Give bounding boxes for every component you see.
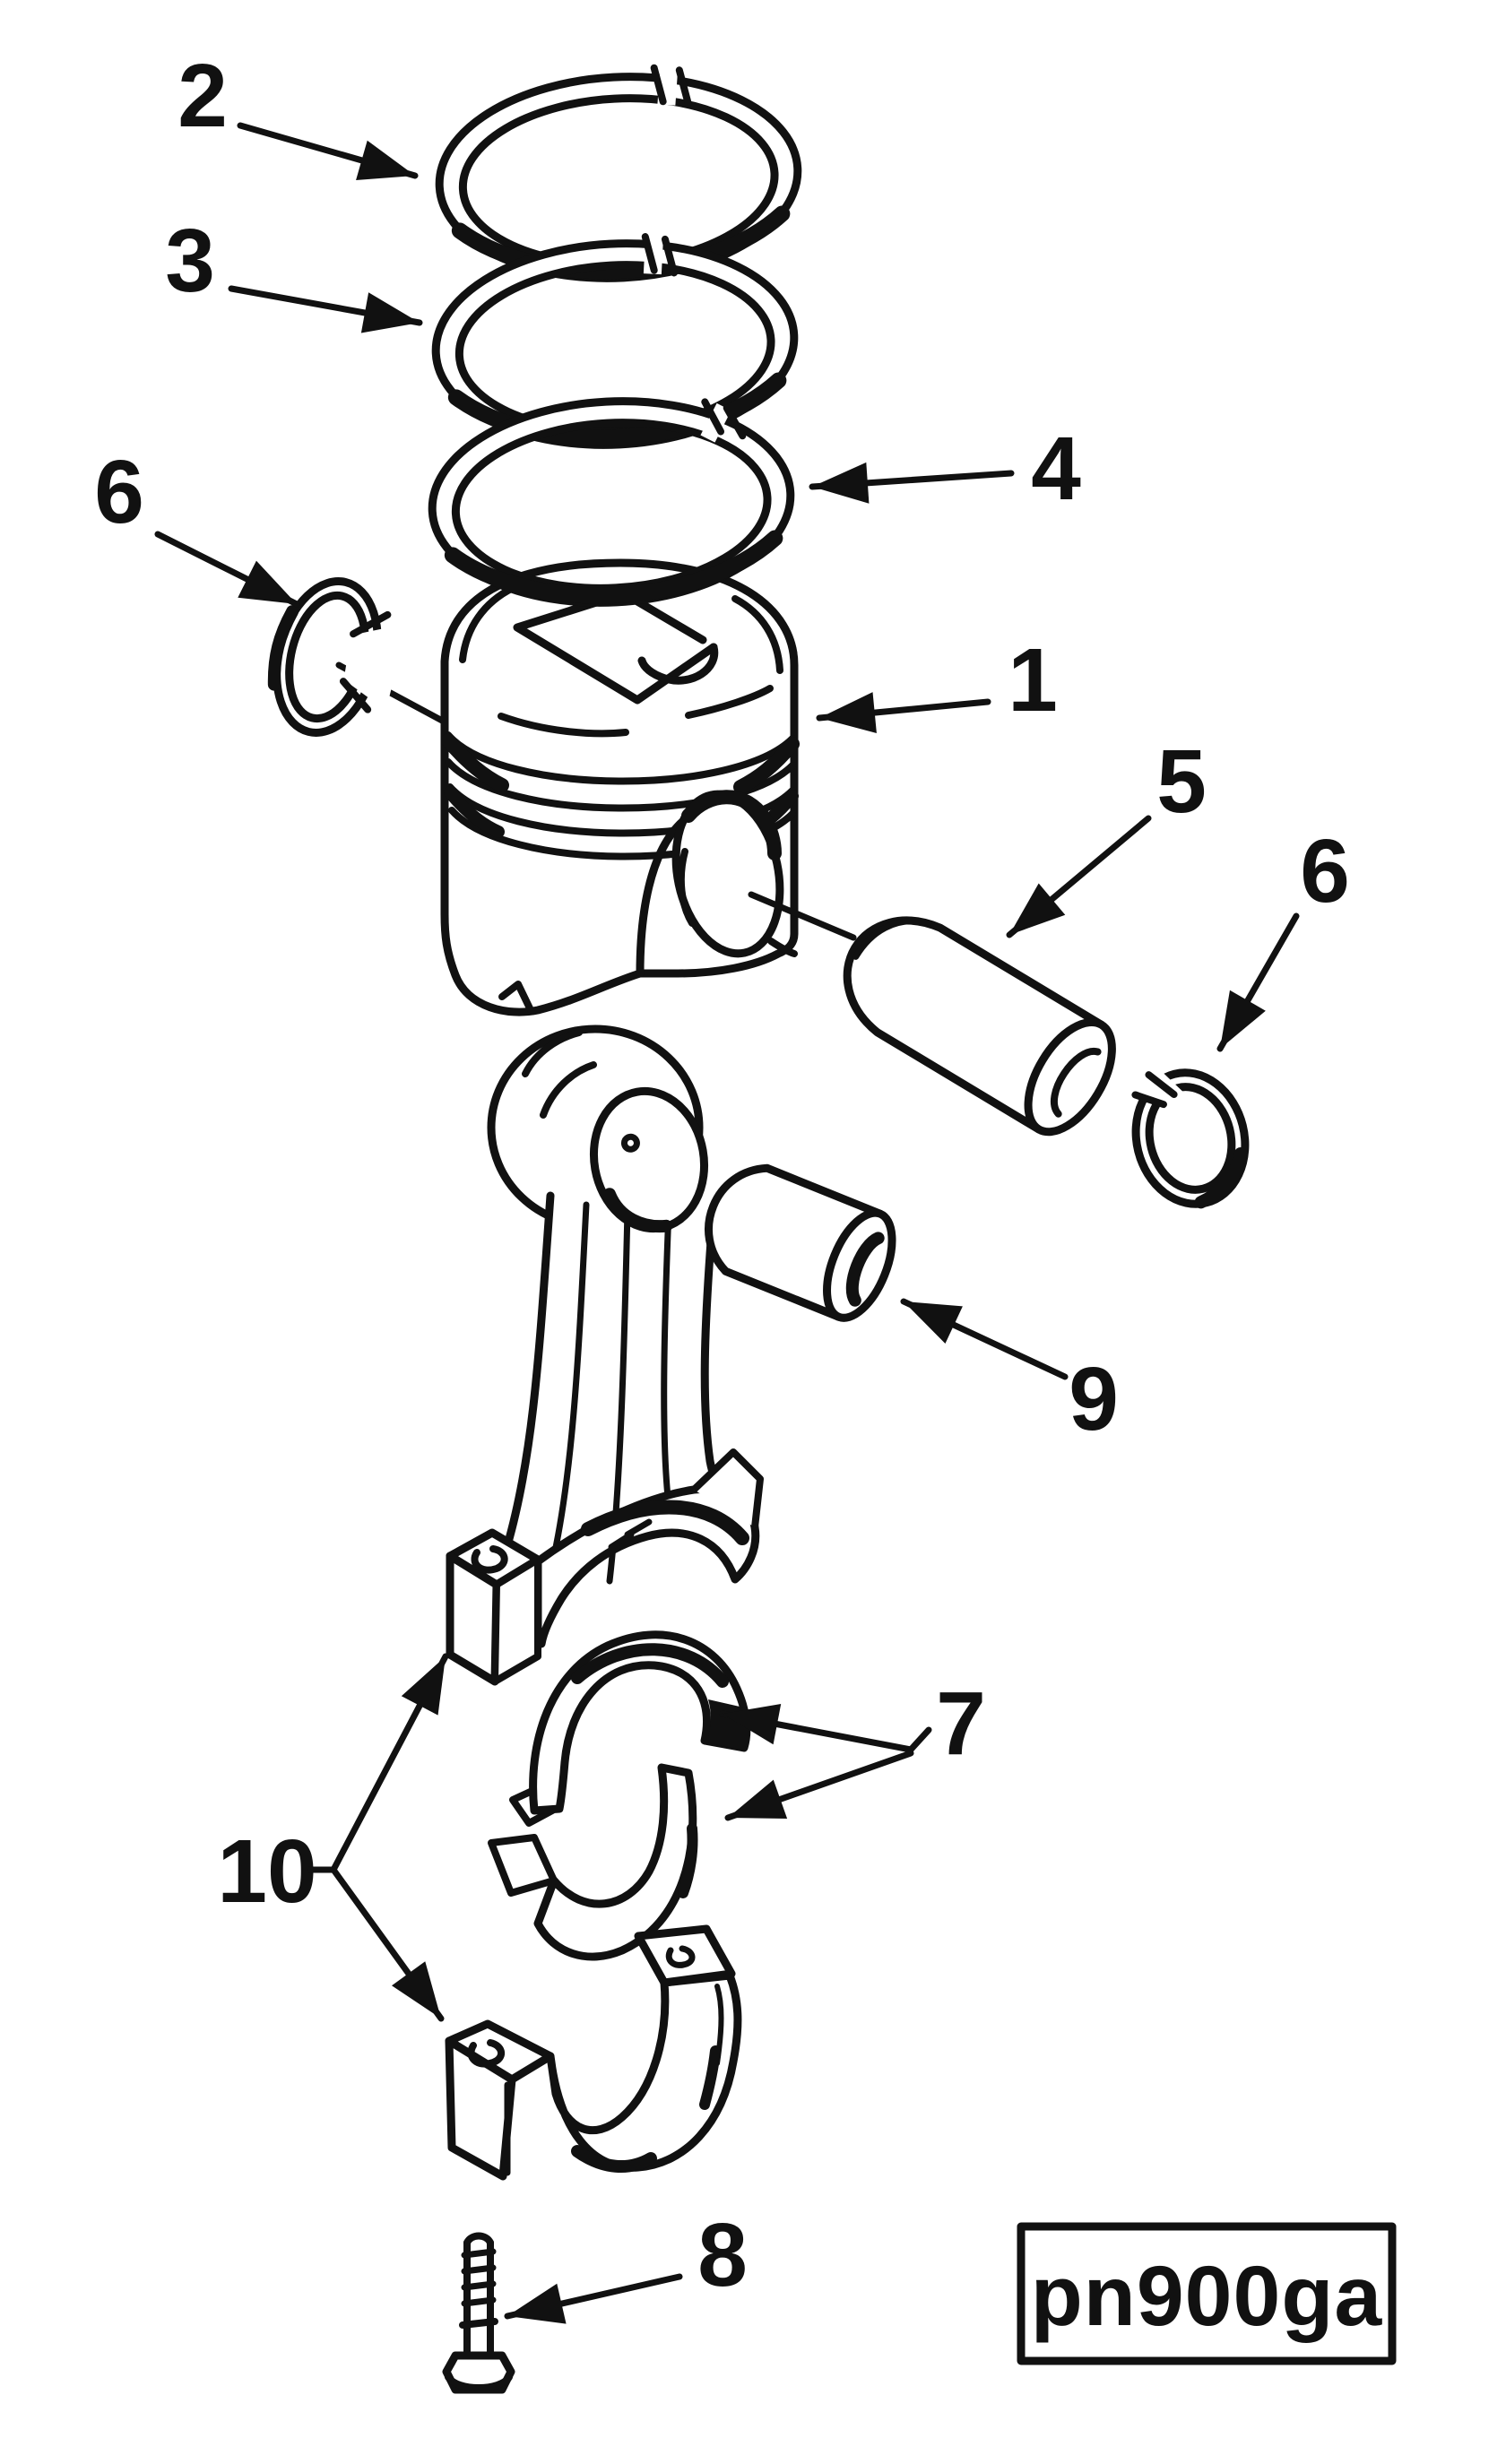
callout-piston: 1	[816, 630, 1058, 733]
bushing-bore	[845, 1232, 885, 1307]
arrow-icon	[1009, 883, 1066, 935]
rod-cap	[445, 1924, 742, 2181]
part-code-box: pn900ga	[1017, 2222, 1397, 2365]
connecting-rod	[446, 1025, 764, 1686]
callout-label: 8	[697, 2205, 748, 2305]
pin-bore	[1050, 1048, 1102, 1118]
arrow-icon	[819, 692, 877, 733]
cap-bolt-pad	[445, 2019, 555, 2181]
callout-retaining-ring-left: 6	[94, 442, 300, 608]
arrow-icon	[723, 1704, 782, 1745]
callout-pin-bushing: 9	[900, 1298, 1119, 1449]
arrow-icon	[904, 1301, 963, 1344]
callout-label: 5	[1156, 731, 1207, 832]
rod-bolt-pad	[446, 1528, 542, 1686]
arrow-icon	[392, 1961, 441, 2019]
piston	[440, 558, 800, 1016]
bolt-head	[442, 2351, 515, 2394]
big-end-saddle	[446, 1448, 764, 1648]
callout-label: 7	[936, 1673, 986, 1774]
arrow-icon	[401, 1656, 446, 1716]
bearing-shell-upper	[509, 1630, 751, 1827]
callout-rod-and-cap: 10	[217, 1653, 449, 2022]
callout-label: 9	[1069, 1349, 1119, 1449]
callout-label: 2	[177, 46, 228, 146]
callout-oil-control-ring: 4	[809, 419, 1081, 519]
bolt-threads	[461, 2248, 497, 2307]
clip-gap	[343, 623, 408, 711]
pin-boss-arch	[767, 938, 798, 957]
combustion-bowl	[498, 589, 774, 738]
small-end-eye	[589, 1086, 709, 1233]
crown-edge	[459, 584, 516, 663]
oil-control-ring	[428, 397, 795, 607]
bolt-hole	[467, 2039, 505, 2068]
callout-retaining-ring-right: 6	[1216, 821, 1350, 1052]
bolt-hole	[471, 1545, 508, 1574]
callout-label: 6	[94, 442, 144, 542]
callout-label: 10	[217, 1821, 316, 1922]
rod-shaft	[502, 1194, 751, 1560]
arrow-icon	[238, 560, 297, 604]
piston-pin-bore	[671, 790, 784, 958]
bolt-hole	[665, 1945, 696, 1968]
pin-boss-arch	[636, 817, 688, 978]
callout-label: 1	[1008, 630, 1058, 731]
bearing-shell-lower	[488, 1763, 698, 1961]
callout-cap-bolt: 8	[504, 2205, 748, 2324]
second-compression-ring	[431, 233, 799, 449]
retaining-ring-right	[1119, 1065, 1250, 1209]
pin-bushing	[705, 1163, 896, 1322]
cap-bolt	[442, 2232, 515, 2394]
arrow-icon	[812, 462, 870, 504]
pin-axis-leader-line	[748, 891, 857, 941]
callout-piston-pin: 5	[1006, 731, 1207, 938]
arrow-icon	[360, 292, 420, 333]
arrow-icon	[507, 2283, 567, 2324]
callout-label: 3	[165, 211, 215, 311]
part-code-text: pn900ga	[1031, 2249, 1383, 2344]
callout-label: 6	[1300, 821, 1350, 921]
oil-hole	[620, 1133, 640, 1153]
crown-edge	[731, 595, 783, 674]
arrow-icon	[356, 140, 415, 181]
callout-bearing-shells: 7	[719, 1673, 986, 1821]
skirt-step	[498, 981, 534, 1014]
clip-gap	[1119, 1065, 1185, 1109]
cap-tab	[634, 1924, 736, 1987]
shell-tab	[488, 1834, 558, 1897]
retaining-ring-left	[267, 577, 408, 737]
arrow-icon	[1220, 990, 1266, 1049]
arrow-icon	[728, 1779, 788, 1819]
callout-second-compression-ring: 3	[165, 211, 423, 333]
callout-top-compression-ring: 2	[177, 46, 419, 181]
piston-pin	[843, 916, 1116, 1137]
callout-label: 4	[1031, 419, 1081, 519]
